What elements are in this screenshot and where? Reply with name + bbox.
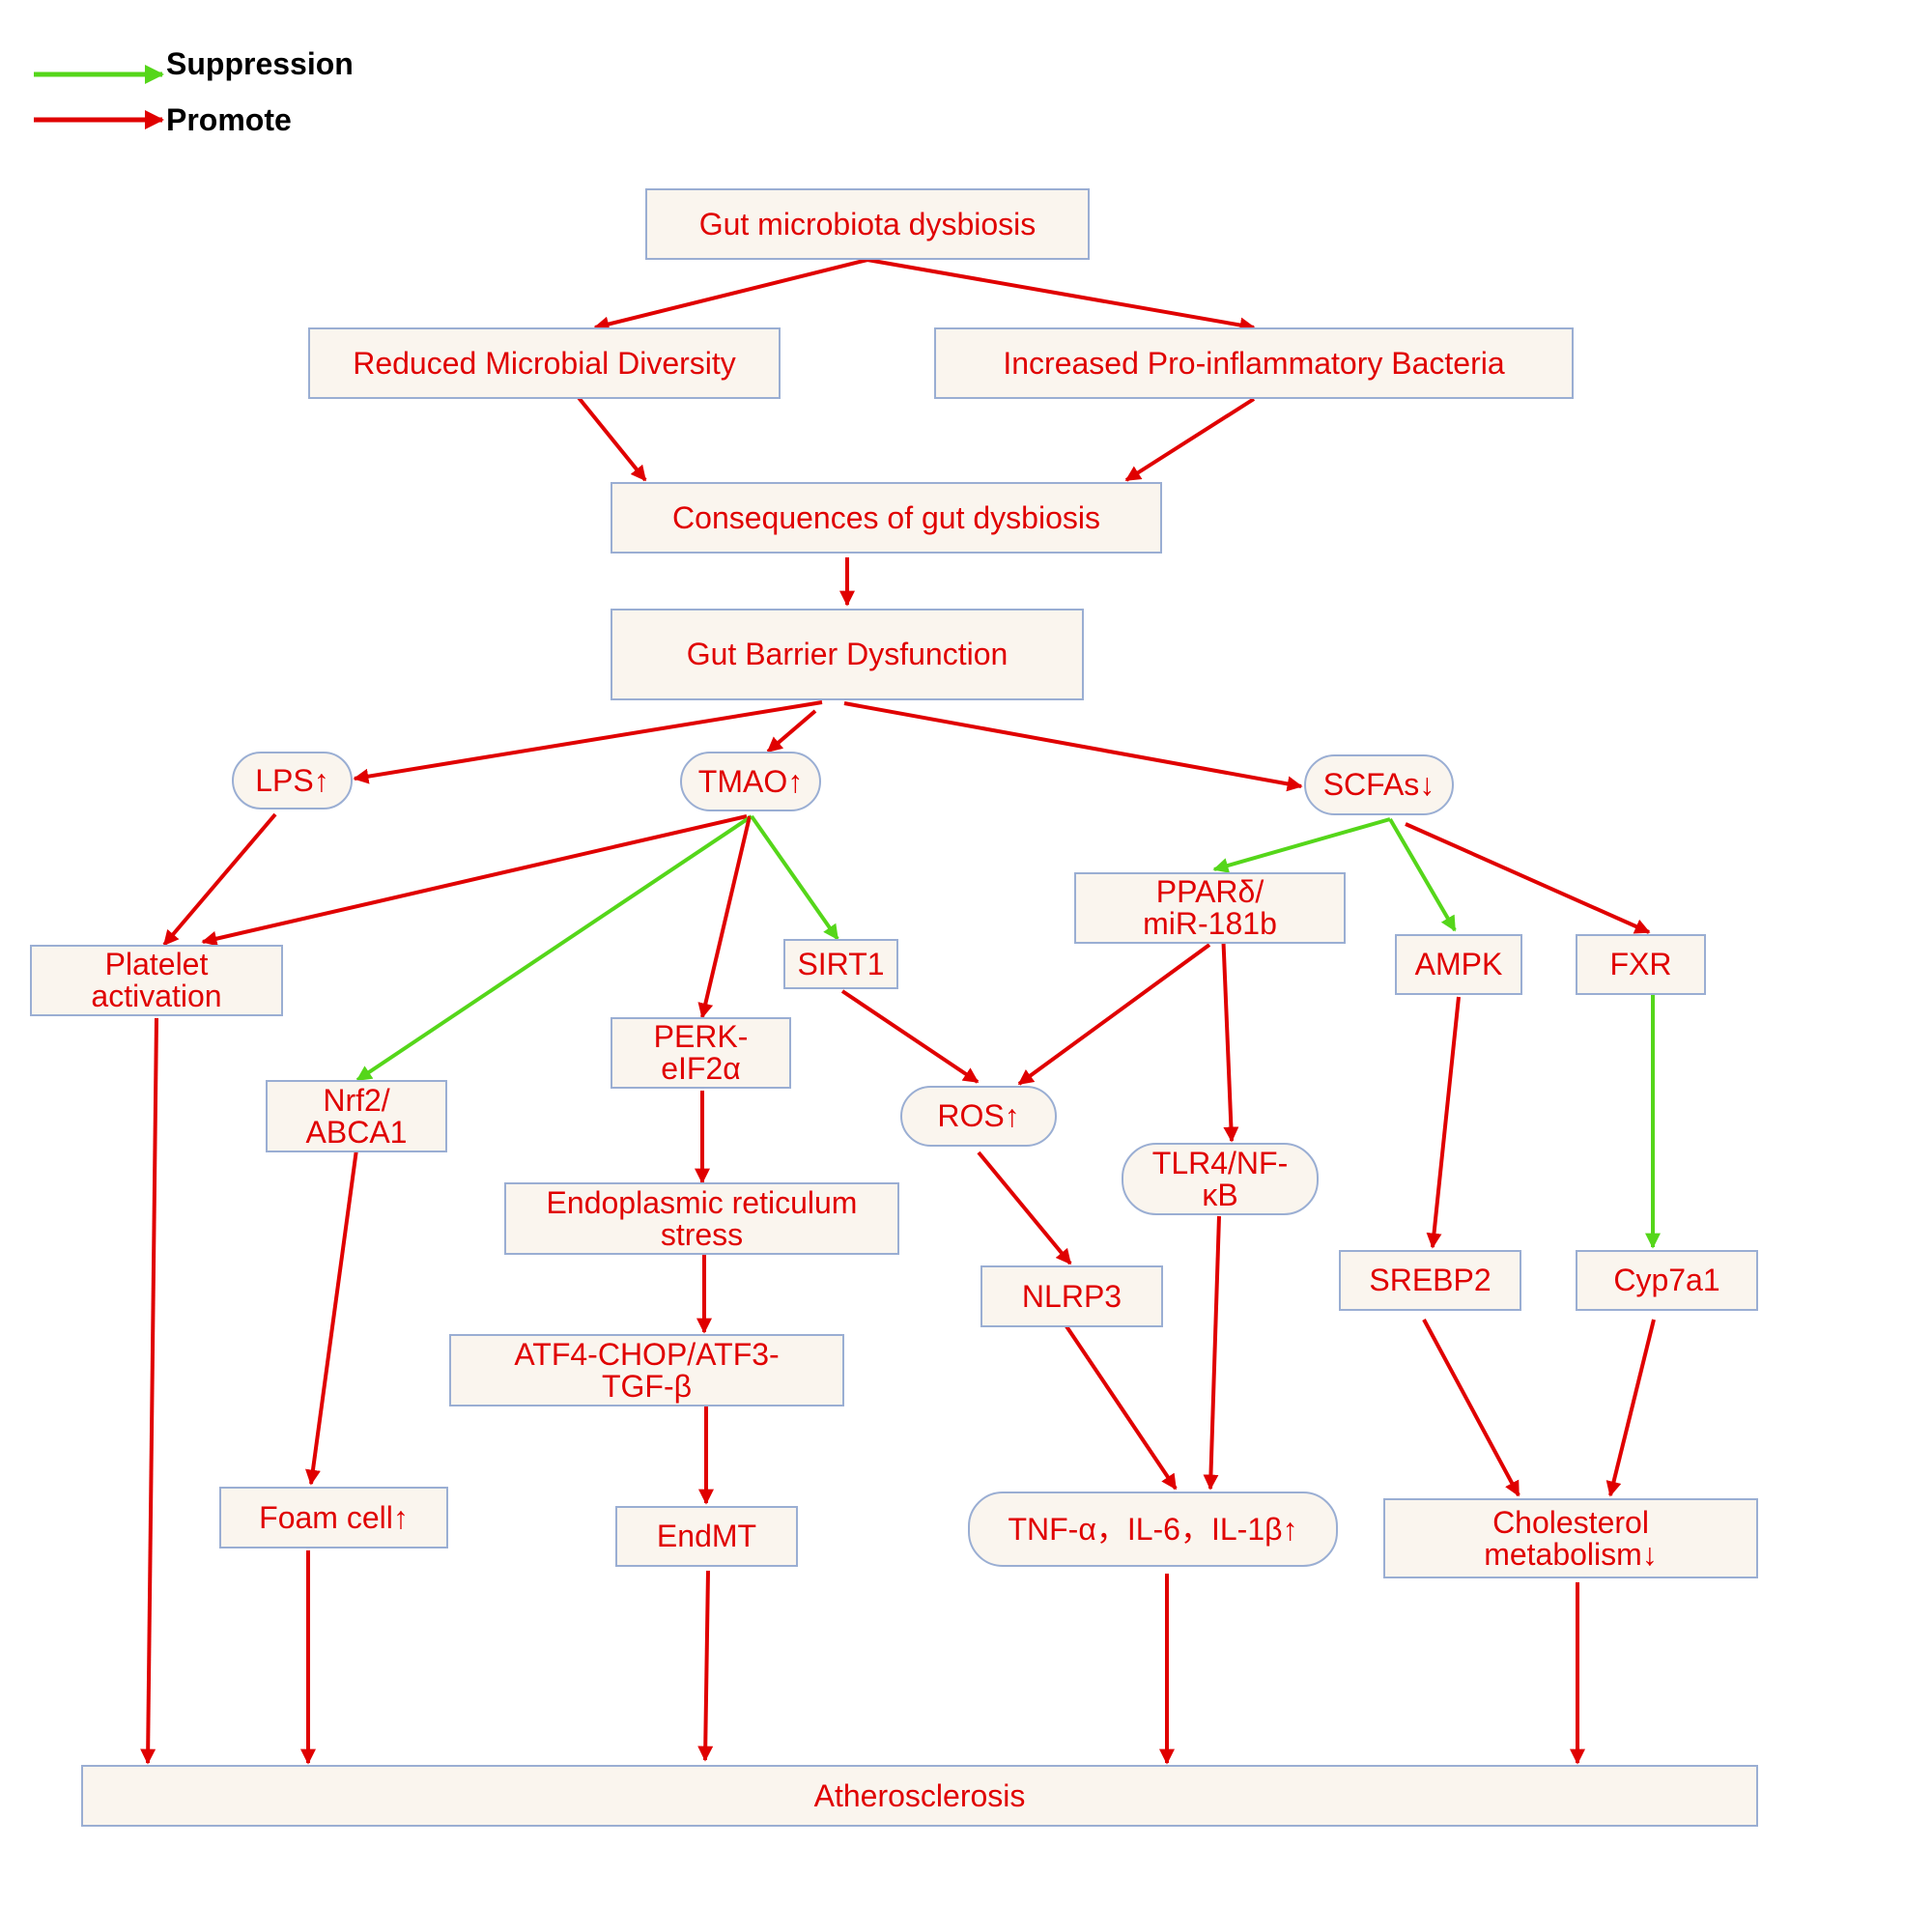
edge-promote-nlrp3-to-cytokines	[1065, 1324, 1178, 1491]
node-sirt1: SIRT1	[783, 939, 898, 989]
edge-promote-srebp2-to-cholesterol-metabolism	[1422, 1319, 1520, 1497]
edge-promote-tlr4-nfkb-to-cytokines	[1203, 1215, 1221, 1491]
node-tmao: TMAO↑	[680, 752, 821, 811]
node-perk-eif2a: PERK- eIF2α	[611, 1017, 791, 1089]
edge-suppression-scfas-to-ppar-mir181b	[1212, 817, 1391, 873]
edge-group	[140, 258, 1661, 1765]
edge-promote-ppar-mir181b-to-ros	[1017, 943, 1211, 1086]
edge-promote-gut-barrier-dysfunction-to-tmao	[766, 709, 817, 753]
edge-promote-endmt-to-atherosclerosis	[697, 1570, 714, 1762]
edge-promote-tmao-to-perk-eif2a	[697, 815, 752, 1019]
edge-promote-gut-barrier-dysfunction-to-lps	[353, 700, 823, 784]
edge-promote-reduced-microbial-diversity-to-consequences-of-gut-dysbiosis	[574, 392, 647, 482]
node-endmt: EndMT	[615, 1506, 798, 1567]
edge-promote-scfas-to-fxr	[1405, 822, 1651, 934]
node-foam-cell: Foam cell↑	[219, 1487, 448, 1548]
legend-suppression-label: Suppression	[166, 46, 354, 81]
node-gut-barrier-dysfunction: Gut Barrier Dysfunction	[611, 609, 1084, 700]
edge-promote-ampk-to-srebp2	[1426, 996, 1461, 1249]
edge-promote-nrf2-abca1-to-foam-cell	[305, 1149, 358, 1486]
node-platelet-activation: Platelet activation	[30, 945, 283, 1016]
edge-promote-lps-to-platelet-activation	[162, 812, 277, 947]
node-nrf2-abca1: Nrf2/ ABCA1	[266, 1080, 447, 1152]
edge-promote-increased-pro-inflammatory-bacteria-to-consequences-of-gut-dysbiosis	[1124, 397, 1256, 482]
edge-promote-tmao-to-platelet-activation	[201, 814, 748, 947]
node-lps: LPS↑	[232, 752, 353, 810]
node-atherosclerosis: Atherosclerosis	[81, 1765, 1758, 1827]
edge-promote-platelet-activation-to-atherosclerosis	[140, 1017, 158, 1765]
node-increased-pro-inflammatory-bacteria: Increased Pro-inflammatory Bacteria	[934, 327, 1574, 399]
edge-promote-ppar-mir181b-to-tlr4-nfkb	[1221, 929, 1239, 1143]
node-ros: ROS↑	[900, 1086, 1057, 1147]
node-ampk: AMPK	[1395, 934, 1522, 995]
node-gut-microbiota-dysbiosis: Gut microbiota dysbiosis	[645, 188, 1090, 260]
node-cytokines: TNF-α，IL-6，IL-1β↑	[968, 1492, 1338, 1567]
node-ppar-mir181b: PPARδ/ miR-181b	[1074, 872, 1346, 944]
edge-promote-gut-microbiota-dysbiosis-to-increased-pro-inflammatory-bacteria	[867, 258, 1256, 333]
edge-suppression-tmao-to-sirt1	[750, 814, 839, 941]
node-atf4-chop: ATF4-CHOP/ATF3- TGF-β	[449, 1334, 844, 1406]
node-scfas: SCFAs↓	[1304, 754, 1454, 815]
node-cholesterol-metabolism: Cholesterol metabolism↓	[1383, 1498, 1758, 1578]
edge-promote-gut-microbiota-dysbiosis-to-reduced-microbial-diversity	[593, 258, 868, 332]
edge-suppression-scfas-to-ampk	[1388, 817, 1457, 932]
node-nlrp3: NLRP3	[980, 1265, 1163, 1327]
node-fxr: FXR	[1576, 934, 1706, 995]
edge-promote-cyp7a1-to-cholesterol-metabolism	[1605, 1319, 1656, 1497]
legend-promote-label: Promote	[166, 102, 292, 137]
edge-promote-ros-to-nlrp3	[977, 1151, 1072, 1265]
node-reduced-microbial-diversity: Reduced Microbial Diversity	[308, 327, 781, 399]
edge-promote-sirt1-to-ros	[840, 989, 980, 1084]
node-srebp2: SREBP2	[1339, 1250, 1521, 1311]
node-er-stress: Endoplasmic reticulum stress	[504, 1182, 899, 1255]
edge-suppression-tmao-to-nrf2-abca1	[355, 814, 753, 1082]
edge-promote-gut-barrier-dysfunction-to-scfas	[843, 701, 1303, 792]
node-tlr4-nfkb: TLR4/NF- κB	[1122, 1143, 1319, 1215]
node-consequences-of-gut-dysbiosis: Consequences of gut dysbiosis	[611, 482, 1162, 554]
node-cyp7a1: Cyp7a1	[1576, 1250, 1758, 1311]
